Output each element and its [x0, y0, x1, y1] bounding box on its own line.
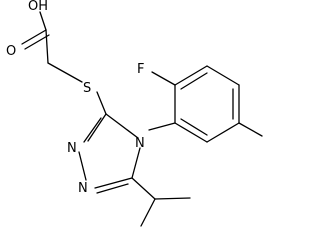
bond-ar6-ar1-inner: [180, 118, 208, 136]
bond-ch2-s: [47, 62, 83, 83]
bond-ar2-ar3: [174, 65, 208, 86]
bond-ar2-ar3-inner: [180, 72, 208, 90]
bond-c-oh: [39, 11, 47, 31]
sulfur-label: S: [83, 81, 91, 96]
bond-c-o-double-b: [24, 34, 50, 50]
bond-c-o-double-a: [21, 29, 47, 45]
triazole-n2-label: N: [78, 181, 88, 196]
hydroxyl-label: OH: [28, 0, 48, 14]
bond-ch-ch3b: [154, 197, 191, 200]
bond-c3-n4: [131, 147, 141, 179]
bond-c3-ch: [131, 177, 156, 200]
bond-s-c5: [96, 91, 107, 115]
fluorine-label: F: [137, 62, 144, 77]
bond-n4-aryl: [148, 122, 176, 131]
bond-ar3-ar4: [206, 65, 240, 86]
bond-c5-n4: [105, 113, 139, 139]
bond-c-ch2: [45, 29, 49, 64]
bond-ar6-ar1: [174, 122, 208, 143]
bond-n2-c3-inner: [96, 183, 129, 194]
carbonyl-oxygen-label: O: [6, 44, 16, 59]
structure-canvas: OH O S F N N N: [6, 0, 263, 227]
bond-ch-ch3a: [140, 198, 156, 227]
molecule-diagram: OH O S F N N N: [6, 0, 263, 227]
bond-ar5-ch3: [238, 122, 263, 137]
bond-n2-c3: [94, 177, 133, 189]
bond-n1-n2: [78, 151, 87, 181]
triazole-n4-label: N: [135, 136, 145, 151]
bond-c5-n1: [87, 113, 107, 142]
bond-ar5-ar6: [206, 122, 240, 143]
triazole-n1-label: N: [67, 141, 77, 156]
bond-c5-n1-inner: [83, 117, 102, 143]
bond-ar2-f: [151, 71, 176, 86]
